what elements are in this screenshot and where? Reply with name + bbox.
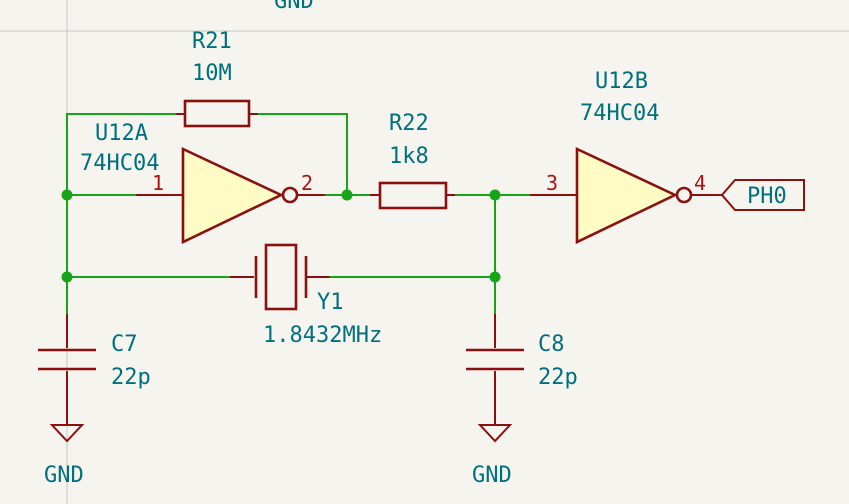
top-gnd-label: GND	[274, 0, 314, 14]
net-label-text: PH0	[747, 184, 787, 209]
c8-value: 22p	[538, 365, 578, 390]
u12a-triangle	[181, 146, 285, 245]
net-label-flag	[720, 179, 805, 211]
y1-ref: Y1	[317, 290, 344, 315]
u12b-value: 74HC04	[580, 101, 659, 126]
r22-ref: R22	[389, 111, 429, 136]
capacitor-c7[interactable]: C7 22p	[38, 314, 151, 425]
y1-value: 1.8432MHz	[263, 323, 382, 348]
resistor-r22[interactable]: R22 1k8	[370, 111, 455, 210]
gnd-symbol-right[interactable]: GND	[472, 424, 513, 488]
u12b-ref: U12B	[595, 69, 648, 94]
gnd-symbol-left[interactable]: GND	[44, 424, 85, 488]
c7-ref: C7	[111, 332, 138, 357]
r21-ref: R21	[192, 29, 232, 54]
gnd-left-label: GND	[44, 463, 84, 488]
u12b-inversion-bubble	[675, 186, 693, 204]
c7-value: 22p	[111, 365, 151, 390]
wire-r21-right[interactable]	[248, 113, 348, 196]
r21-value: 10M	[192, 61, 232, 86]
junctions	[61, 189, 501, 283]
u12b-pin-in-number: 3	[546, 171, 558, 195]
wire-r21-left[interactable]	[66, 113, 186, 196]
u12a-value: 74HC04	[80, 151, 159, 176]
capacitor-c8[interactable]: C8 22p	[466, 314, 578, 425]
junction-dot	[61, 189, 73, 201]
u12a-pin-in-number: 1	[152, 171, 164, 195]
gnd-right-label: GND	[472, 463, 512, 488]
resistor-r22-body	[378, 181, 448, 210]
gnd-triangle-icon	[49, 424, 85, 443]
crystal-body	[264, 243, 298, 311]
u12a-inversion-bubble	[281, 186, 299, 204]
u12b-pin-out-number: 4	[694, 171, 706, 195]
junction-dot	[489, 271, 501, 283]
junction-dot	[61, 271, 73, 283]
u12a-pin-out-number: 2	[301, 171, 313, 195]
inverter-u12b[interactable]: U12B 74HC04 3 4	[530, 69, 722, 245]
gnd-triangle-icon	[477, 424, 513, 443]
junction-dot	[341, 189, 353, 201]
net-label-ph0[interactable]: PH0	[720, 179, 805, 211]
r22-value: 1k8	[389, 144, 429, 169]
resistor-r21[interactable]: R21 10M	[176, 29, 258, 128]
junction-dot	[489, 189, 501, 201]
crystal-y1[interactable]: Y1 1.8432MHz	[230, 243, 382, 348]
inverter-u12a[interactable]: U12A 74HC04 1 2	[80, 121, 325, 245]
c8-ref: C8	[538, 332, 565, 357]
u12b-triangle	[575, 146, 679, 245]
u12a-ref: U12A	[95, 121, 148, 146]
resistor-r21-body	[183, 99, 251, 128]
